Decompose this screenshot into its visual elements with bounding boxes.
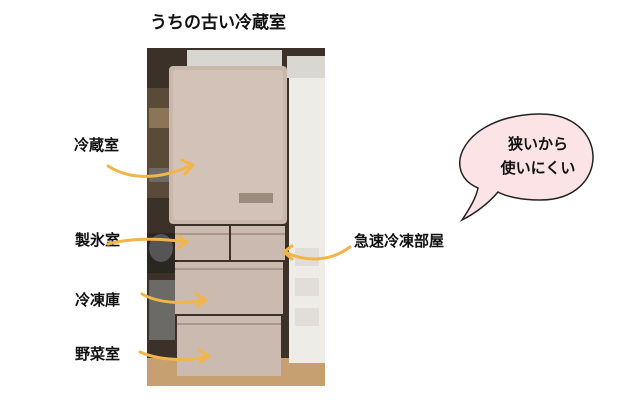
label-quick-freeze-compartment: 急速冷凍部屋 [354, 232, 445, 250]
arrow-fridge [106, 163, 194, 178]
label-fridge-compartment: 冷蔵室 [74, 136, 120, 154]
bubble-line-1: 狭いから [507, 135, 568, 153]
page-title: うちの古い冷蔵室 [150, 13, 286, 33]
bubble-line-2: 使いにくい [500, 159, 576, 177]
arrow-freezer [140, 292, 207, 304]
arrow-quick-freeze [283, 245, 352, 261]
label-vegetable-compartment: 野菜室 [75, 345, 121, 363]
speech-bubble [459, 113, 594, 222]
speech-bubble-text: 狭いから 使いにくい [482, 132, 594, 180]
arrow-vegetable [138, 350, 210, 361]
refrigerator-photo [147, 48, 325, 386]
label-freezer-compartment: 冷凍庫 [75, 291, 121, 309]
arrow-ice [106, 237, 188, 246]
